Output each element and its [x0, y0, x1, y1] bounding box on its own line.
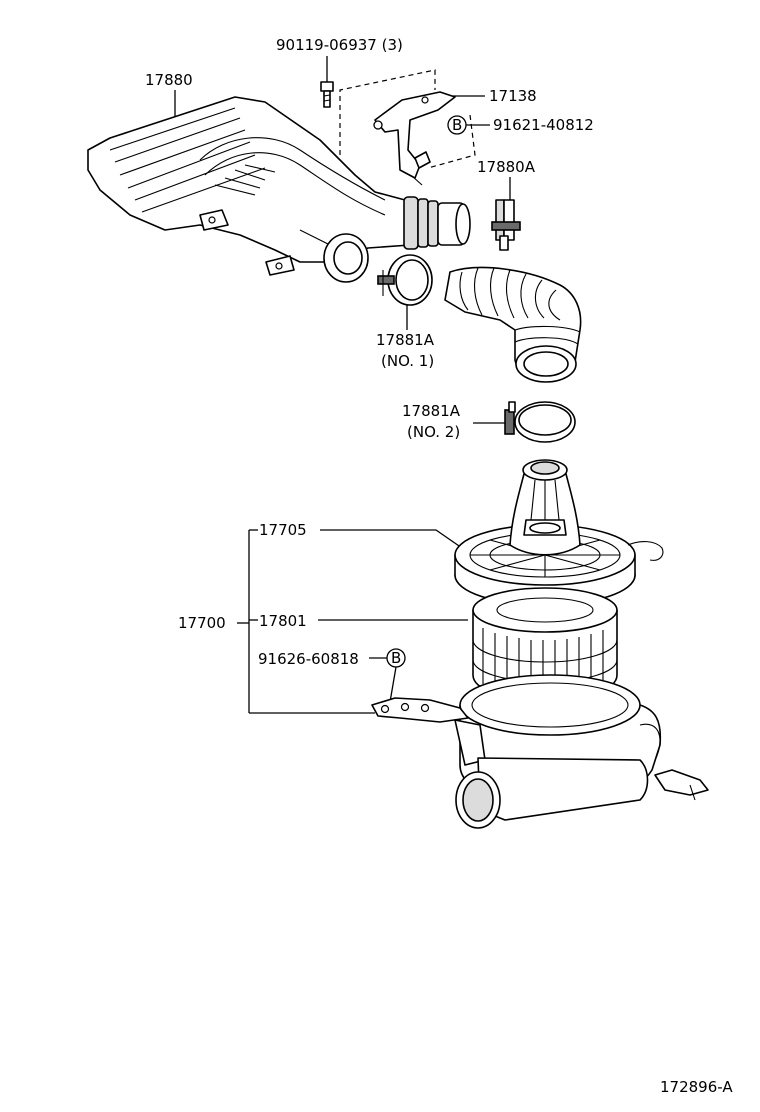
label-air-cleaner-assy-17700: 17700	[178, 614, 226, 632]
label-element-17801: 17801	[259, 612, 307, 630]
label-case-bolt-91626: 91626-60818	[258, 650, 359, 668]
label-clamp-no2-number: 17881A	[402, 402, 461, 420]
label-cap-subassy-17705: 17705	[259, 521, 307, 539]
label-clamp-17880a: 17880A	[477, 158, 536, 176]
label-air-cleaner-hose-17880: 17880	[145, 71, 193, 89]
ref-b-letter: B	[391, 649, 401, 667]
clamp-no2-part	[504, 401, 576, 443]
label-clamp-no1-number: 17881A	[376, 331, 435, 349]
diagram-code: 172896-A	[660, 1078, 733, 1096]
label-bracket-bolt-91621: 91621-40812	[493, 116, 594, 134]
bolt-part	[320, 81, 334, 108]
clamp-17880a-part	[491, 199, 521, 251]
cleaner-case-part	[371, 674, 709, 829]
label-bolt-90119: 90119-06937 (3)	[276, 36, 403, 54]
intake-hose-part	[444, 266, 582, 383]
ref-b-marker-lower: B	[386, 648, 406, 668]
clamp-no1-part	[377, 254, 433, 306]
bracket-part	[339, 69, 476, 186]
label-clamp-no1-sub: (NO. 1)	[381, 352, 434, 370]
label-bracket-17138: 17138	[489, 87, 537, 105]
ref-b-marker-upper: B	[447, 115, 467, 135]
cleaner-cap-part	[454, 459, 664, 606]
label-clamp-no2-sub: (NO. 2)	[407, 423, 460, 441]
ref-b-letter: B	[452, 116, 462, 134]
leader-lines	[174, 56, 511, 714]
air-cleaner-hose-part	[87, 96, 471, 283]
